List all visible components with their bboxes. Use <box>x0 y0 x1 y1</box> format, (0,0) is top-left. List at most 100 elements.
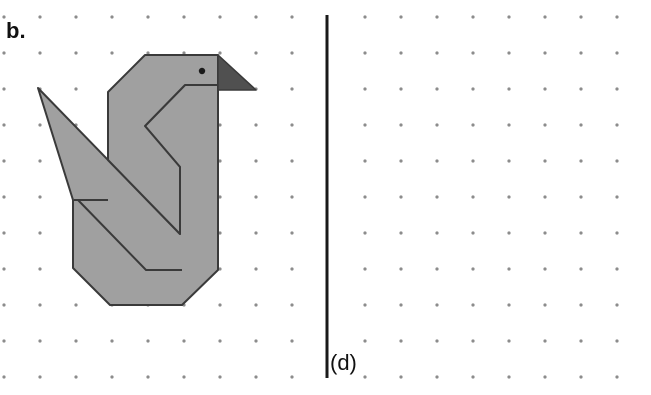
grid-dot <box>615 375 619 379</box>
grid-dot <box>254 51 258 55</box>
grid-dot <box>146 51 150 55</box>
grid-dot <box>2 159 6 163</box>
grid-dot <box>399 375 403 379</box>
grid-dot <box>471 303 475 307</box>
grid-dot <box>507 231 511 235</box>
grid-dot <box>471 231 475 235</box>
grid-dot <box>182 51 186 55</box>
left-dot-grid <box>2 15 294 379</box>
grid-dot <box>363 159 367 163</box>
grid-dot <box>615 51 619 55</box>
grid-dot <box>435 51 439 55</box>
grid-dot <box>290 339 294 343</box>
grid-dot <box>471 87 475 91</box>
grid-dot <box>290 231 294 235</box>
grid-dot <box>615 231 619 235</box>
grid-dot <box>254 267 258 271</box>
part-label: b. <box>6 18 26 43</box>
grid-dot <box>254 375 258 379</box>
swan-eye <box>198 67 206 75</box>
grid-dot <box>363 15 367 19</box>
grid-dot <box>38 375 42 379</box>
grid-dot <box>471 375 475 379</box>
grid-dot <box>399 123 403 127</box>
grid-dot <box>579 303 583 307</box>
grid-dot <box>146 339 150 343</box>
grid-dot <box>435 123 439 127</box>
grid-dot <box>507 339 511 343</box>
grid-dot <box>254 339 258 343</box>
grid-dot <box>74 375 78 379</box>
grid-dot <box>579 375 583 379</box>
grid-dot <box>507 375 511 379</box>
grid-dot <box>38 231 42 235</box>
grid-dot <box>615 87 619 91</box>
grid-dot <box>110 375 114 379</box>
grid-dot <box>290 195 294 199</box>
grid-dot <box>435 15 439 19</box>
grid-dot <box>146 375 150 379</box>
grid-dot <box>507 303 511 307</box>
grid-dot <box>507 267 511 271</box>
grid-dot <box>363 195 367 199</box>
grid-dot <box>435 159 439 163</box>
grid-dot <box>615 303 619 307</box>
grid-dot <box>2 267 6 271</box>
grid-dot <box>507 51 511 55</box>
grid-dot <box>507 87 511 91</box>
grid-dot <box>2 375 6 379</box>
grid-dot <box>471 159 475 163</box>
grid-dot <box>2 15 6 19</box>
answer-area-label: (d) <box>330 350 357 375</box>
grid-dot <box>74 303 78 307</box>
grid-dot <box>38 15 42 19</box>
grid-dot <box>110 15 114 19</box>
grid-dot <box>254 195 258 199</box>
grid-dot <box>615 15 619 19</box>
grid-dot <box>218 339 222 343</box>
grid-dot <box>507 15 511 19</box>
swan-figure <box>37 54 257 306</box>
grid-dot <box>579 123 583 127</box>
grid-dot <box>363 87 367 91</box>
grid-dot <box>435 303 439 307</box>
grid-dot <box>363 123 367 127</box>
grid-dot <box>218 303 222 307</box>
grid-dot <box>2 123 6 127</box>
grid-dot <box>435 87 439 91</box>
grid-dot <box>399 195 403 199</box>
grid-dot <box>218 375 222 379</box>
grid-dot <box>579 231 583 235</box>
grid-dot <box>471 195 475 199</box>
grid-dot <box>579 267 583 271</box>
grid-dot <box>290 303 294 307</box>
grid-dot <box>218 123 222 127</box>
grid-dot <box>290 15 294 19</box>
grid-dot <box>218 195 222 199</box>
grid-dot <box>38 123 42 127</box>
grid-dot <box>38 303 42 307</box>
grid-dot <box>363 51 367 55</box>
grid-dot <box>254 231 258 235</box>
grid-dot <box>615 267 619 271</box>
grid-dot <box>182 15 186 19</box>
grid-dot <box>543 339 547 343</box>
grid-dot <box>543 267 547 271</box>
grid-dot <box>290 87 294 91</box>
grid-dot <box>579 159 583 163</box>
grid-dot <box>471 51 475 55</box>
swan-wing-diagonal <box>77 199 182 271</box>
grid-dot <box>543 375 547 379</box>
grid-dot <box>543 87 547 91</box>
grid-dot <box>2 87 6 91</box>
grid-dot <box>579 195 583 199</box>
grid-dot <box>254 123 258 127</box>
grid-dot <box>74 339 78 343</box>
grid-dot <box>543 195 547 199</box>
grid-dot <box>615 339 619 343</box>
grid-dot <box>254 159 258 163</box>
grid-dot <box>2 339 6 343</box>
grid-dot <box>543 15 547 19</box>
grid-dot <box>290 375 294 379</box>
